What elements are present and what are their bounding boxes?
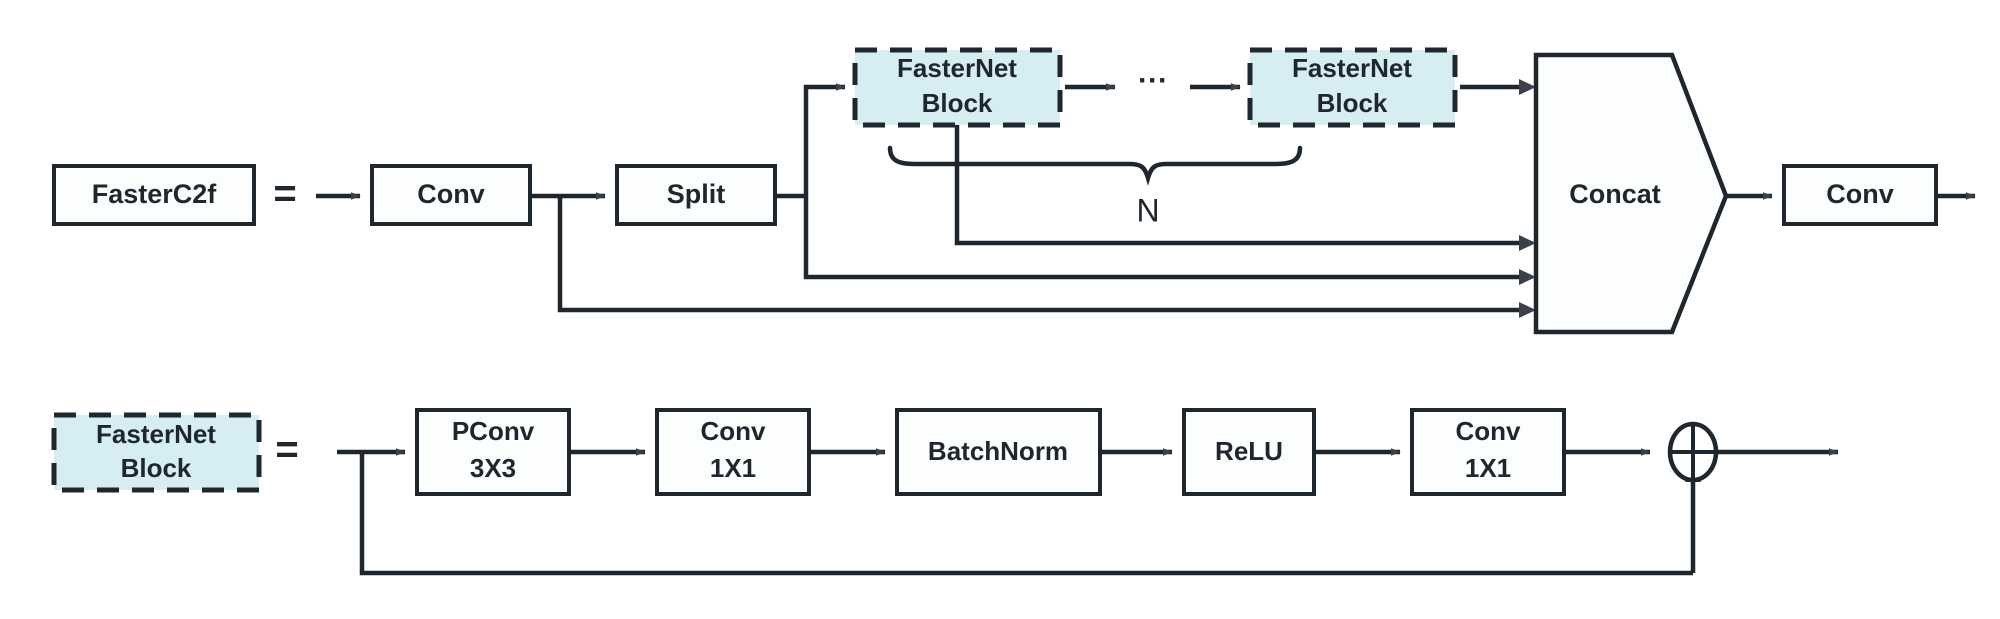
batchnorm-label: BatchNorm — [928, 436, 1068, 466]
top-equals-sign: = — [273, 172, 296, 216]
residual-add-node[interactable] — [1667, 421, 1719, 483]
pconv-label-line1: PConv — [452, 416, 535, 446]
concat-label: Concat — [1569, 179, 1661, 209]
fasternet-first-to-concat — [954, 125, 1527, 246]
conv2-box — [1410, 408, 1566, 496]
top-conv-out-box — [1782, 164, 1938, 226]
relu-label: ReLU — [1215, 436, 1283, 466]
concat-node[interactable]: Concat — [1533, 52, 1729, 335]
top-conv-in-node[interactable]: Conv — [370, 164, 532, 226]
arrowhead-fasternet-last-concat — [1519, 79, 1536, 95]
split-label: Split — [667, 179, 726, 209]
relu-box — [1182, 408, 1316, 496]
arrowhead-split-skip-concat — [1519, 269, 1536, 285]
conv1-label-line2: 1X1 — [710, 453, 756, 483]
skip-path-conv-to-concat — [557, 196, 1527, 313]
fasternet-block-last-label-line1: FasterNet — [1292, 53, 1412, 83]
split-node[interactable]: Split — [615, 164, 777, 226]
arrowhead-skip-conv-concat — [1519, 302, 1536, 318]
fasterc2f-label: FasterC2f — [92, 179, 218, 209]
fasternet-block-definition-label-line2: Block — [121, 453, 192, 483]
fasternet-block-definition-node[interactable]: FasterNet Block — [51, 412, 262, 493]
fasternet-block-definition-box — [51, 412, 262, 493]
conv2-node[interactable]: Conv 1X1 — [1410, 408, 1566, 496]
relu-node[interactable]: ReLU — [1182, 408, 1316, 496]
fasternet-block-first-label-line2: Block — [922, 88, 993, 118]
pconv-node[interactable]: PConv 3X3 — [415, 408, 571, 496]
conv2-label-line1: Conv — [1456, 416, 1522, 446]
fasterc2f-definition-node[interactable]: FasterC2f — [52, 164, 256, 226]
conv1-box — [655, 408, 811, 496]
pconv-label-line2: 3X3 — [470, 453, 516, 483]
repeat-brace — [887, 145, 1303, 186]
pconv-box — [415, 408, 571, 496]
top-conv-out-label: Conv — [1826, 179, 1894, 209]
fasternet-block-last-node[interactable]: FasterNet Block — [1247, 47, 1458, 128]
fasternet-block-last-box — [1247, 47, 1458, 128]
conv1-node[interactable]: Conv 1X1 — [655, 408, 811, 496]
fasternet-block-first-label-line1: FasterNet — [897, 53, 1017, 83]
top-conv-in-box — [370, 164, 532, 226]
fasternet-block-definition-label-line1: FasterNet — [96, 419, 216, 449]
residual-skip-path — [359, 452, 1693, 576]
top-conv-out-node[interactable]: Conv — [1782, 164, 1938, 226]
batchnorm-node[interactable]: BatchNorm — [895, 408, 1102, 496]
ellipsis-label: ··· — [1138, 64, 1168, 97]
fasternet-block-first-node[interactable]: FasterNet Block — [852, 47, 1063, 128]
concat-shape — [1533, 52, 1729, 335]
top-conv-in-label: Conv — [417, 179, 485, 209]
conv2-label-line2: 1X1 — [1465, 453, 1511, 483]
conv1-label-line1: Conv — [701, 416, 767, 446]
split-box — [615, 164, 777, 226]
bottom-equals-sign: = — [275, 428, 298, 472]
fasterc2f-box — [52, 164, 256, 226]
split-to-fasternet-first — [803, 83, 846, 196]
fasternet-block-first-box — [852, 47, 1063, 128]
fasternet-block-last-label-line2: Block — [1317, 88, 1388, 118]
repeat-count-label: N — [1136, 192, 1159, 228]
split-skip-to-concat — [803, 196, 1527, 280]
arrowhead-fasternet-first-concat — [1519, 235, 1536, 251]
